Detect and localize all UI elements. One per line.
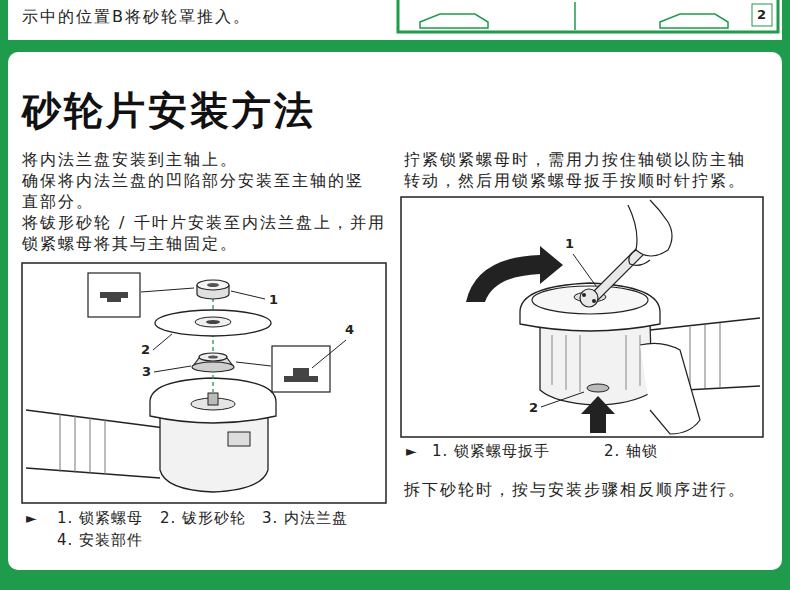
hand — [628, 200, 672, 256]
lock-nut — [197, 280, 229, 290]
callout-number: 4 — [345, 322, 354, 338]
callout-number: 2 — [141, 342, 150, 358]
grinder-body — [26, 410, 165, 428]
push-arrow — [581, 396, 615, 433]
grinding-wheel — [155, 310, 271, 336]
spindle — [208, 393, 218, 405]
body-text: 确保将内法兰盘的凹陷部分安装至主轴的竖直部分。 — [22, 170, 372, 212]
fragment-frame — [398, 0, 778, 32]
fragment-divider — [574, 2, 576, 30]
grinder-body — [26, 468, 160, 478]
rotation-arrow — [466, 246, 563, 302]
nut-hole — [207, 283, 219, 287]
figure-frame — [401, 197, 763, 437]
inset-leader — [236, 362, 271, 366]
wrench-pin — [582, 293, 586, 297]
vent-fins — [552, 335, 640, 392]
page-title: 砂轮片安装方法 — [22, 84, 316, 138]
wheel-hub — [195, 317, 231, 327]
callout-number: 2 — [529, 400, 538, 416]
figure-frame — [22, 263, 386, 503]
hand — [640, 343, 700, 434]
caption-item: 1. 锁紧螺母 — [57, 509, 143, 527]
caption-marker: ► — [26, 510, 37, 527]
top-panel — [8, 0, 782, 40]
leader-line — [541, 392, 584, 407]
caption-item: 2. 钹形砂轮 — [160, 509, 246, 527]
fragment-number-box — [752, 4, 772, 26]
body-text: 拧紧锁紧螺母时，需用力按住轴锁以防主轴转动，然后用锁紧螺母扳手按顺时针拧紧。 — [404, 149, 754, 191]
fragment-sketch — [420, 14, 488, 28]
label-plate — [228, 432, 250, 446]
body-text: 将钹形砂轮 / 千叶片安装至内法兰盘上，并用锁紧螺母将其与主轴固定。 — [22, 212, 388, 254]
inner-flange — [192, 362, 234, 372]
wheel-guard — [520, 283, 660, 331]
gear-head — [540, 322, 652, 405]
callout-number: 2 — [757, 7, 766, 23]
grip-ribs — [60, 414, 105, 475]
leader-line — [153, 334, 172, 350]
detail-inset — [272, 346, 330, 392]
body-text: 将内法兰盘安装到主轴上。 — [22, 149, 238, 170]
grinding-wheel — [532, 286, 648, 314]
callout-number: 3 — [142, 364, 151, 380]
wrench-pin — [592, 299, 596, 303]
fragment-sketch — [660, 14, 728, 28]
flange-hole — [208, 355, 218, 358]
caption-item: 1. 锁紧螺母扳手 — [432, 442, 550, 460]
wheel-hole — [206, 320, 220, 324]
wrench-head — [580, 289, 598, 307]
shaft-lock — [587, 384, 609, 392]
caption-item: 4. 安装部件 — [57, 531, 143, 549]
leader-line — [231, 291, 265, 299]
flange-profile — [284, 368, 318, 382]
hand — [629, 250, 650, 265]
caption-item: 3. 内法兰盘 — [262, 509, 348, 527]
nut-profile — [100, 292, 128, 302]
detail-inset — [88, 273, 140, 317]
caption-marker: ► — [406, 443, 417, 460]
caption-item: 2. 轴锁 — [604, 442, 658, 460]
body-text: 示中的位置B将砂轮罩推入。 — [22, 6, 251, 27]
inset-leader — [141, 288, 194, 292]
body-text: 拆下砂轮时，按与安装步骤相反顺序进行。 — [404, 479, 746, 500]
callout-number: 1 — [269, 292, 278, 308]
leader-line — [312, 340, 346, 368]
leader-line — [154, 366, 191, 372]
callout-number: 1 — [565, 236, 574, 252]
grip-ribs — [690, 323, 720, 389]
main-panel — [8, 52, 782, 570]
leader-line — [573, 254, 596, 286]
inner-flange — [199, 353, 227, 361]
